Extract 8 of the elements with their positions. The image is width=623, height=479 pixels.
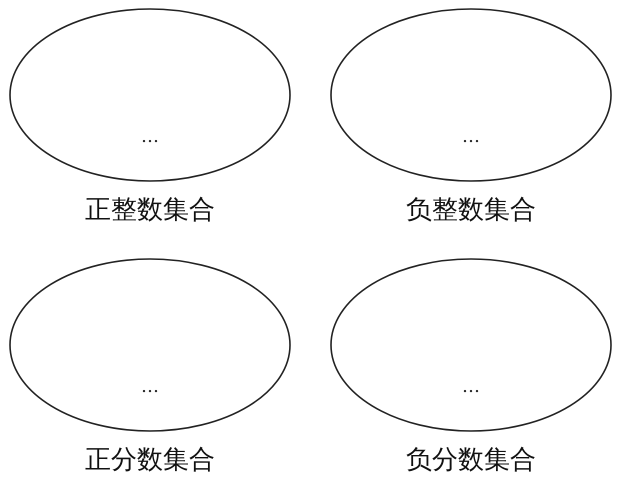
set-label: 负整数集合	[406, 194, 536, 226]
set-label: 负分数集合	[406, 444, 536, 476]
set-label: 正分数集合	[85, 444, 215, 476]
ellipsis-text: …	[462, 378, 480, 396]
ellipsis-text: …	[141, 128, 159, 146]
ellipsis-text: …	[141, 378, 159, 396]
set-label: 正整数集合	[85, 194, 215, 226]
ellipsis-text: …	[462, 128, 480, 146]
